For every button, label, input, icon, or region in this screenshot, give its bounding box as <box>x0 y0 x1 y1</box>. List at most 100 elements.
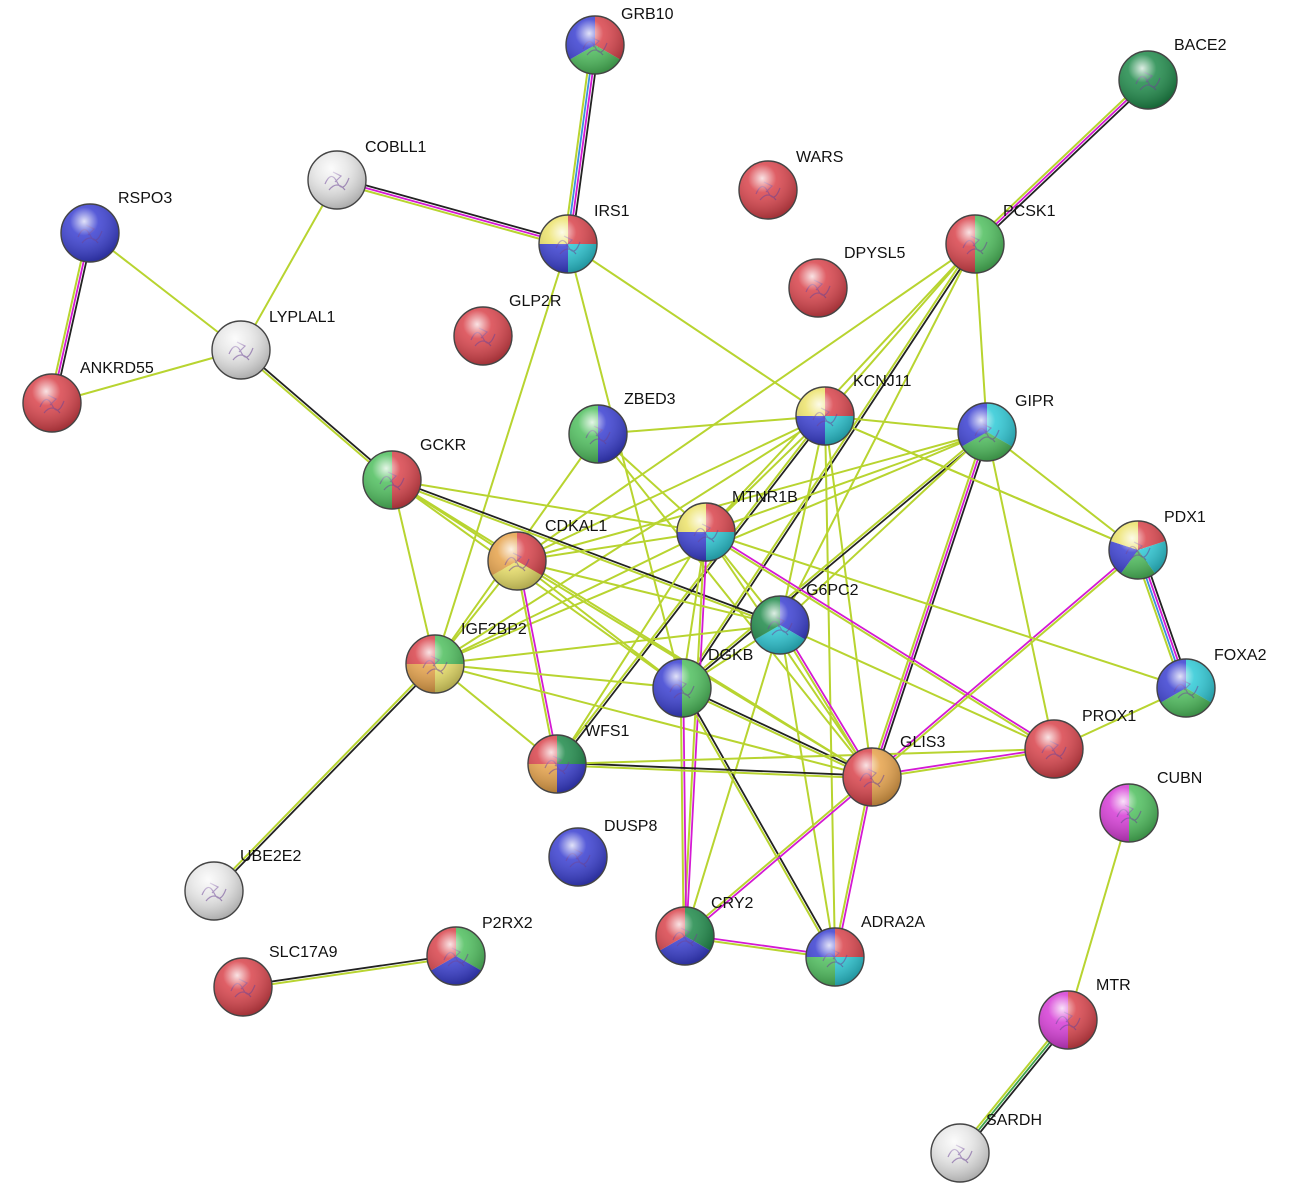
node-g6pc2[interactable]: G6PC2 <box>750 582 859 655</box>
edge-PCSK1-GIPR <box>974 243 988 433</box>
node-gckr[interactable]: GCKR <box>362 437 466 510</box>
edge-GIPR-PROX1 <box>986 431 1055 750</box>
edge-line-text <box>240 179 338 351</box>
node-cobll1[interactable]: COBLL1 <box>307 139 426 210</box>
node-gloss <box>405 634 465 694</box>
node-label: COBLL1 <box>365 139 426 156</box>
node-gloss <box>788 258 848 318</box>
node-gloss <box>805 927 865 987</box>
node-gloss <box>453 306 513 366</box>
node-gloss <box>1156 658 1216 718</box>
edge-line-text <box>683 775 873 937</box>
node-mtnr1b[interactable]: MTNR1B <box>676 489 798 562</box>
node-label: RSPO3 <box>118 190 172 207</box>
edge-IRS1-DGKB <box>567 243 683 689</box>
edge-line-text <box>824 243 976 417</box>
node-slc17a9[interactable]: SLC17A9 <box>213 944 338 1017</box>
node-dgkb[interactable]: DGKB <box>652 647 753 718</box>
node-p2rx2[interactable]: P2RX2 <box>426 915 533 986</box>
node-wars[interactable]: WARS <box>738 149 843 220</box>
edge-line-text <box>212 662 436 892</box>
edge-PCSK1-MTNR1B <box>705 243 976 533</box>
edge-line-black <box>682 686 838 958</box>
node-label: MTNR1B <box>732 489 798 506</box>
node-cry2[interactable]: CRY2 <box>655 895 753 966</box>
node-grb10[interactable]: GRB10 <box>565 6 674 75</box>
node-wfs1[interactable]: WFS1 <box>527 723 630 794</box>
node-gipr[interactable]: GIPR <box>957 393 1054 462</box>
node-label: DPYSL5 <box>844 245 905 262</box>
edge-line-text <box>567 243 683 689</box>
node-glis3[interactable]: GLIS3 <box>842 734 945 807</box>
edge-line-text <box>434 415 826 665</box>
edge-line-text <box>516 431 988 562</box>
edge-DGKB-GLIS3 <box>680 685 874 780</box>
edge-GLIS3-ADRA2A <box>832 775 875 959</box>
edge-line-text <box>390 480 781 628</box>
edge-line-text <box>514 560 557 766</box>
node-gloss <box>676 502 736 562</box>
node-mtr[interactable]: MTR <box>1038 977 1131 1050</box>
node-ankrd55[interactable]: ANKRD55 <box>22 360 154 433</box>
node-gloss <box>184 861 244 921</box>
edge-line-black <box>556 761 873 777</box>
node-prox1[interactable]: PROX1 <box>1024 708 1136 779</box>
edge-line-text <box>871 749 1056 780</box>
node-label: KCNJ11 <box>853 373 911 390</box>
node-igf2bp2[interactable]: IGF2BP2 <box>405 621 527 694</box>
node-irs1[interactable]: IRS1 <box>538 203 630 274</box>
node-bace2[interactable]: BACE2 <box>1118 37 1227 110</box>
node-adra2a[interactable]: ADRA2A <box>805 914 925 987</box>
node-foxa2[interactable]: FOXA2 <box>1156 647 1267 718</box>
edge-KCNJ11-G6PC2 <box>779 415 826 626</box>
edge-PCSK1-KCNJ11 <box>824 243 976 417</box>
edge-line-text <box>779 624 836 958</box>
edge-line-text <box>705 243 976 533</box>
node-cdkal1[interactable]: CDKAL1 <box>487 518 607 591</box>
node-dpysl5[interactable]: DPYSL5 <box>788 245 905 318</box>
edge-PCSK1-G6PC2 <box>779 243 976 626</box>
node-gloss <box>307 150 367 210</box>
edge-line-text <box>779 431 988 626</box>
node-rspo3[interactable]: RSPO3 <box>60 190 172 263</box>
node-kcnj11[interactable]: KCNJ11 <box>795 373 911 446</box>
edge-line-text <box>239 349 393 482</box>
node-label: LYPLAL1 <box>269 309 336 326</box>
node-label: FOXA2 <box>1214 647 1267 664</box>
edge-GLIS3-PDX1 <box>870 548 1140 779</box>
node-pdx1[interactable]: PDX1 <box>1108 509 1206 580</box>
node-pcsk1[interactable]: PCSK1 <box>945 203 1056 274</box>
edge-line-text <box>832 775 872 958</box>
node-cubn[interactable]: CUBN <box>1099 770 1202 843</box>
edge-line-text <box>824 415 836 958</box>
node-zbed3[interactable]: ZBED3 <box>568 391 676 464</box>
edge-line-text <box>434 531 707 665</box>
node-gloss <box>930 1123 990 1183</box>
node-label: IRS1 <box>594 203 630 220</box>
edge-line-black <box>214 664 437 893</box>
edge-line-text <box>335 181 569 248</box>
edge-COBLL1-LYPLAL1 <box>240 179 338 351</box>
node-ube2e2[interactable]: UBE2E2 <box>184 848 301 921</box>
node-glp2r[interactable]: GLP2R <box>453 293 561 366</box>
edge-KCNJ11-CDKAL1 <box>516 415 826 562</box>
node-gloss <box>795 386 855 446</box>
edge-line-text <box>597 433 873 778</box>
edge-line-black <box>336 176 570 243</box>
edge-CDKAL1-G6PC2 <box>516 560 781 626</box>
node-label: CRY2 <box>711 895 753 912</box>
node-dusp8[interactable]: DUSP8 <box>548 818 657 887</box>
edge-line-text <box>682 530 706 937</box>
edge-CUBN-MTR <box>1067 812 1130 1021</box>
edge-KCNJ11-IGF2BP2 <box>434 415 826 665</box>
edge-IRS1-KCNJ11 <box>567 243 826 417</box>
node-sardh[interactable]: SARDH <box>930 1112 1042 1183</box>
edge-KCNJ11-GLIS3 <box>824 415 873 778</box>
edge-line-text <box>391 479 683 689</box>
edge-MTNR1B-IGF2BP2 <box>434 531 707 665</box>
node-gloss <box>211 320 271 380</box>
edge-GCKR-DGKB <box>391 479 683 689</box>
edge-line-text <box>89 232 242 351</box>
node-lyplal1[interactable]: LYPLAL1 <box>211 309 336 380</box>
